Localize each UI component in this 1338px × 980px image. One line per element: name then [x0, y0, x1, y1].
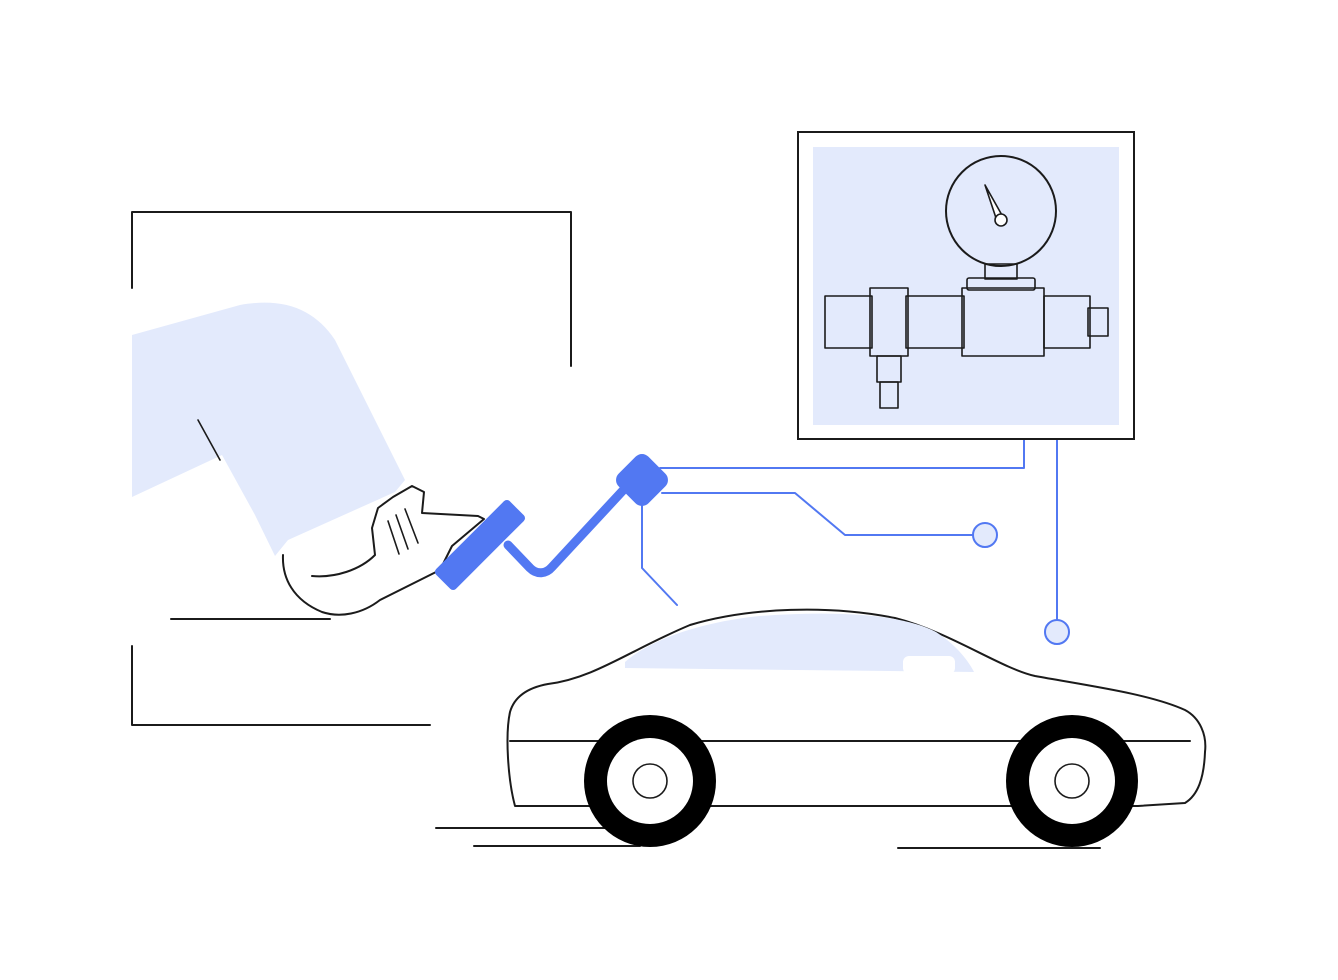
car-icon	[506, 608, 1207, 847]
gauge-panel-fill	[813, 147, 1119, 425]
line-node-car	[1044, 619, 1070, 645]
master-cylinder-node	[616, 454, 668, 506]
gauge-panel	[797, 131, 1135, 440]
shoe-icon	[281, 485, 485, 616]
pedal-plate	[434, 499, 526, 591]
pressure-gauge-icon	[945, 155, 1057, 267]
speed-lines	[435, 827, 1101, 849]
front-wheel	[1006, 715, 1138, 847]
pedal-frame	[131, 211, 572, 726]
car-mirror	[903, 656, 955, 674]
rear-wheel	[584, 715, 716, 847]
car-body	[506, 608, 1207, 807]
brake-pedal-icon	[434, 454, 668, 591]
leg	[132, 302, 405, 556]
pipe-valve-icon	[824, 263, 1109, 409]
line-node-right	[972, 522, 998, 548]
car-window	[625, 613, 974, 672]
trouser-leg	[132, 302, 405, 556]
pedal-arm	[503, 480, 633, 578]
